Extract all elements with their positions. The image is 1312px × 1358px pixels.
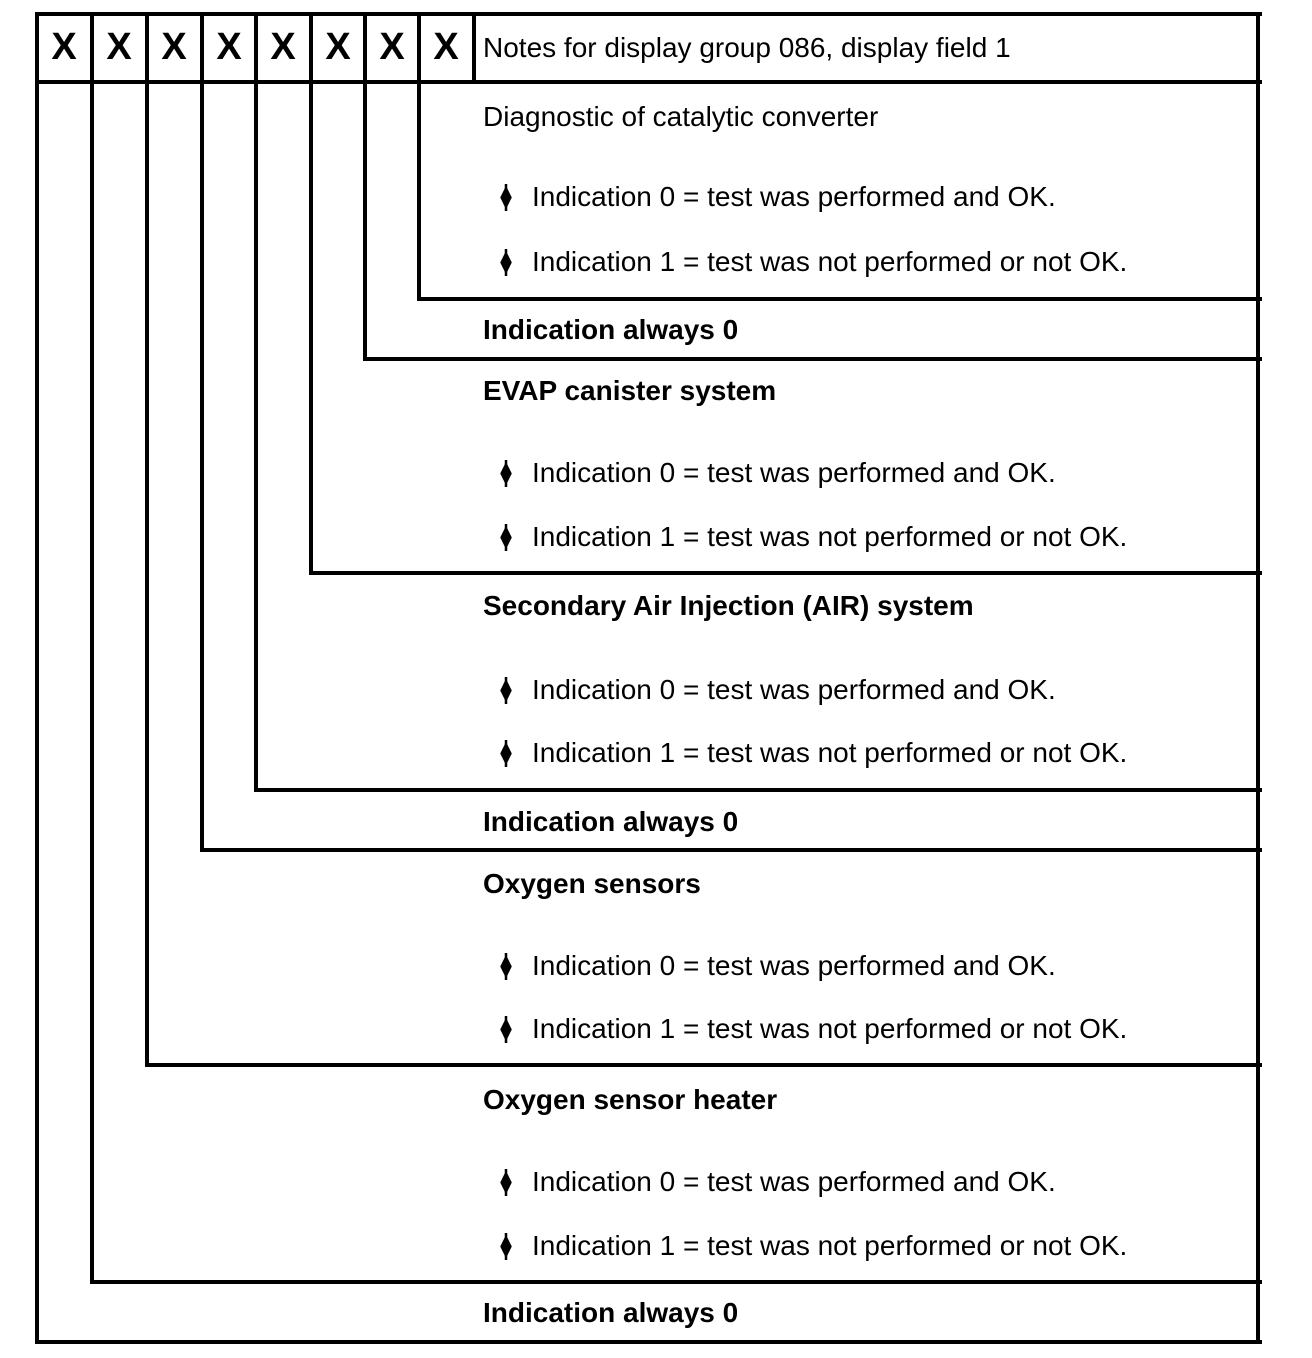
- table-border-top: [35, 12, 1262, 16]
- column-divider: [200, 12, 204, 852]
- step-line: [309, 571, 1262, 575]
- diamond-bullet-icon: [500, 952, 512, 980]
- section-title: Indication always 0: [483, 806, 739, 837]
- step-line: [254, 788, 1262, 792]
- bullet-label: Indication 0 = test was performed and OK…: [532, 950, 1056, 981]
- table-border-right: [1256, 12, 1260, 1344]
- diamond-bullet-icon: [500, 1232, 512, 1260]
- bit-cell: X: [216, 26, 242, 68]
- diamond-bullet-icon: [500, 248, 512, 276]
- column-divider: [254, 12, 258, 792]
- bullet-item: Indication 1 = test was not performed or…: [498, 1229, 1127, 1263]
- bullet-label: Indication 1 = test was not performed or…: [532, 1013, 1128, 1044]
- bullet-item: Indication 0 = test was performed and OK…: [498, 456, 1056, 490]
- bullet-label: Indication 0 = test was performed and OK…: [532, 457, 1056, 488]
- column-divider: [309, 12, 313, 575]
- step-line: [200, 848, 1262, 852]
- section-title: Indication always 0: [483, 1297, 739, 1328]
- bit-cell: X: [270, 26, 296, 68]
- section-title: Secondary Air Injection (AIR) system: [483, 590, 974, 621]
- diamond-bullet-icon: [500, 676, 512, 704]
- diamond-bullet-icon: [500, 1015, 512, 1043]
- bullet-label: Indication 1 = test was not performed or…: [532, 737, 1128, 768]
- bit-cell: X: [379, 26, 405, 68]
- bullet-item: Indication 1 = test was not performed or…: [498, 1012, 1127, 1046]
- bit-cell: X: [161, 26, 187, 68]
- diamond-bullet-icon: [500, 183, 512, 211]
- diamond-bullet-icon: [500, 1168, 512, 1196]
- bullet-item: Indication 1 = test was not performed or…: [498, 736, 1127, 770]
- diamond-bullet-icon: [500, 459, 512, 487]
- bullet-label: Indication 1 = test was not performed or…: [532, 246, 1128, 277]
- column-divider: [90, 12, 94, 1284]
- column-divider: [145, 12, 149, 1067]
- step-line: [363, 357, 1262, 361]
- column-divider: [472, 12, 476, 82]
- table-border-bottom: [35, 1340, 1262, 1344]
- step-line: [90, 1280, 1262, 1284]
- bit-cell: X: [433, 26, 459, 68]
- diamond-bullet-icon: [500, 523, 512, 551]
- diamond-bullet-icon: [500, 739, 512, 767]
- bullet-label: Indication 0 = test was performed and OK…: [532, 674, 1056, 705]
- step-line: [417, 297, 1262, 301]
- section-title: Diagnostic of catalytic converter: [483, 101, 879, 132]
- bullet-item: Indication 0 = test was performed and OK…: [498, 1165, 1056, 1199]
- column-divider: [417, 12, 421, 301]
- bullet-label: Indication 0 = test was performed and OK…: [532, 181, 1056, 212]
- bit-cell: X: [51, 26, 77, 68]
- bit-cell: X: [325, 26, 351, 68]
- step-line: [145, 1063, 1262, 1067]
- bullet-item: Indication 1 = test was not performed or…: [498, 245, 1127, 279]
- section-title: EVAP canister system: [483, 375, 777, 406]
- bullet-item: Indication 0 = test was performed and OK…: [498, 180, 1056, 214]
- notes-header-label: Notes for display group 086, display fie…: [483, 32, 1011, 63]
- section-title: Indication always 0: [483, 314, 739, 345]
- bullet-label: Indication 1 = test was not performed or…: [532, 521, 1128, 552]
- bullet-item: Indication 0 = test was performed and OK…: [498, 673, 1056, 707]
- column-divider: [363, 12, 367, 361]
- bullet-label: Indication 0 = test was performed and OK…: [532, 1166, 1056, 1197]
- header-row-divider: [35, 80, 1262, 84]
- bullet-item: Indication 0 = test was performed and OK…: [498, 949, 1056, 983]
- bullet-label: Indication 1 = test was not performed or…: [532, 1230, 1128, 1261]
- section-title: Oxygen sensors: [483, 868, 701, 899]
- section-title: Oxygen sensor heater: [483, 1084, 778, 1115]
- bullet-item: Indication 1 = test was not performed or…: [498, 520, 1127, 554]
- table-border-left: [35, 12, 39, 1344]
- bit-cell: X: [106, 26, 132, 68]
